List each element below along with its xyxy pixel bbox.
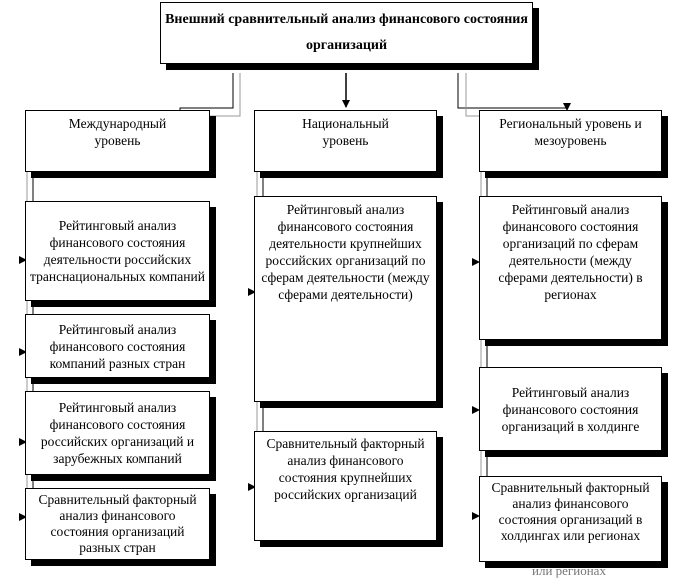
international-item-3: Рейтинговый анализ финансового состояния… bbox=[25, 391, 210, 475]
diagram-title-box: Внешний сравнительный анализ финансового… bbox=[160, 2, 533, 64]
header-national-box: Национальный уровень bbox=[254, 110, 437, 172]
international-item-1: Рейтинговый анализ финансового состояния… bbox=[25, 201, 210, 301]
connector-title-to-regional bbox=[457, 73, 571, 111]
regional-item-3-text: Сравнительный факторный анализ финансово… bbox=[491, 480, 650, 543]
header-regional: Региональный уровень и мезоуровень bbox=[499, 116, 642, 148]
diagram-title: Внешний сравнительный анализ финансового… bbox=[165, 12, 528, 53]
international-item-4: Сравнительный факторный анализ финансово… bbox=[25, 488, 210, 560]
regional-item-1: Рейтинговый анализ финансового состояния… bbox=[479, 196, 662, 340]
international-item-2: Рейтинговый анализ финансового состояния… bbox=[25, 314, 210, 378]
connector-title-to-international bbox=[179, 73, 234, 110]
header-regional-box: Региональный уровень и мезоуровень bbox=[479, 110, 662, 172]
regional-item-3: Сравнительный факторный анализ финансово… bbox=[479, 476, 662, 562]
national-item-2: Сравнительный факторный анализ финансово… bbox=[254, 431, 437, 541]
header-international: Международный уровень bbox=[68, 116, 167, 148]
regional-item-1-text: Рейтинговый анализ финансового состояния… bbox=[498, 202, 643, 302]
international-item-2-text: Рейтинговый анализ финансового состояния… bbox=[49, 321, 186, 371]
regional-item-2-text: Рейтинговый анализ финансового состояния… bbox=[501, 384, 640, 434]
international-item-4-text: Сравнительный факторный анализ финансово… bbox=[38, 492, 197, 555]
regional-item-3-overflow: или регионах bbox=[532, 563, 606, 578]
international-item-1-text: Рейтинговый анализ финансового состояния… bbox=[30, 218, 205, 284]
national-item-1: Рейтинговый анализ финансового состояния… bbox=[254, 196, 437, 402]
international-item-3-text: Рейтинговый анализ финансового состояния… bbox=[40, 400, 195, 466]
regional-item-2: Рейтинговый анализ финансового состояния… bbox=[479, 367, 662, 451]
header-international-box: Международный уровень bbox=[25, 110, 210, 172]
national-item-2-text: Сравнительный факторный анализ финансово… bbox=[266, 436, 425, 502]
header-national: Национальный уровень bbox=[302, 116, 389, 148]
national-item-1-text: Рейтинговый анализ финансового состояния… bbox=[261, 202, 430, 302]
